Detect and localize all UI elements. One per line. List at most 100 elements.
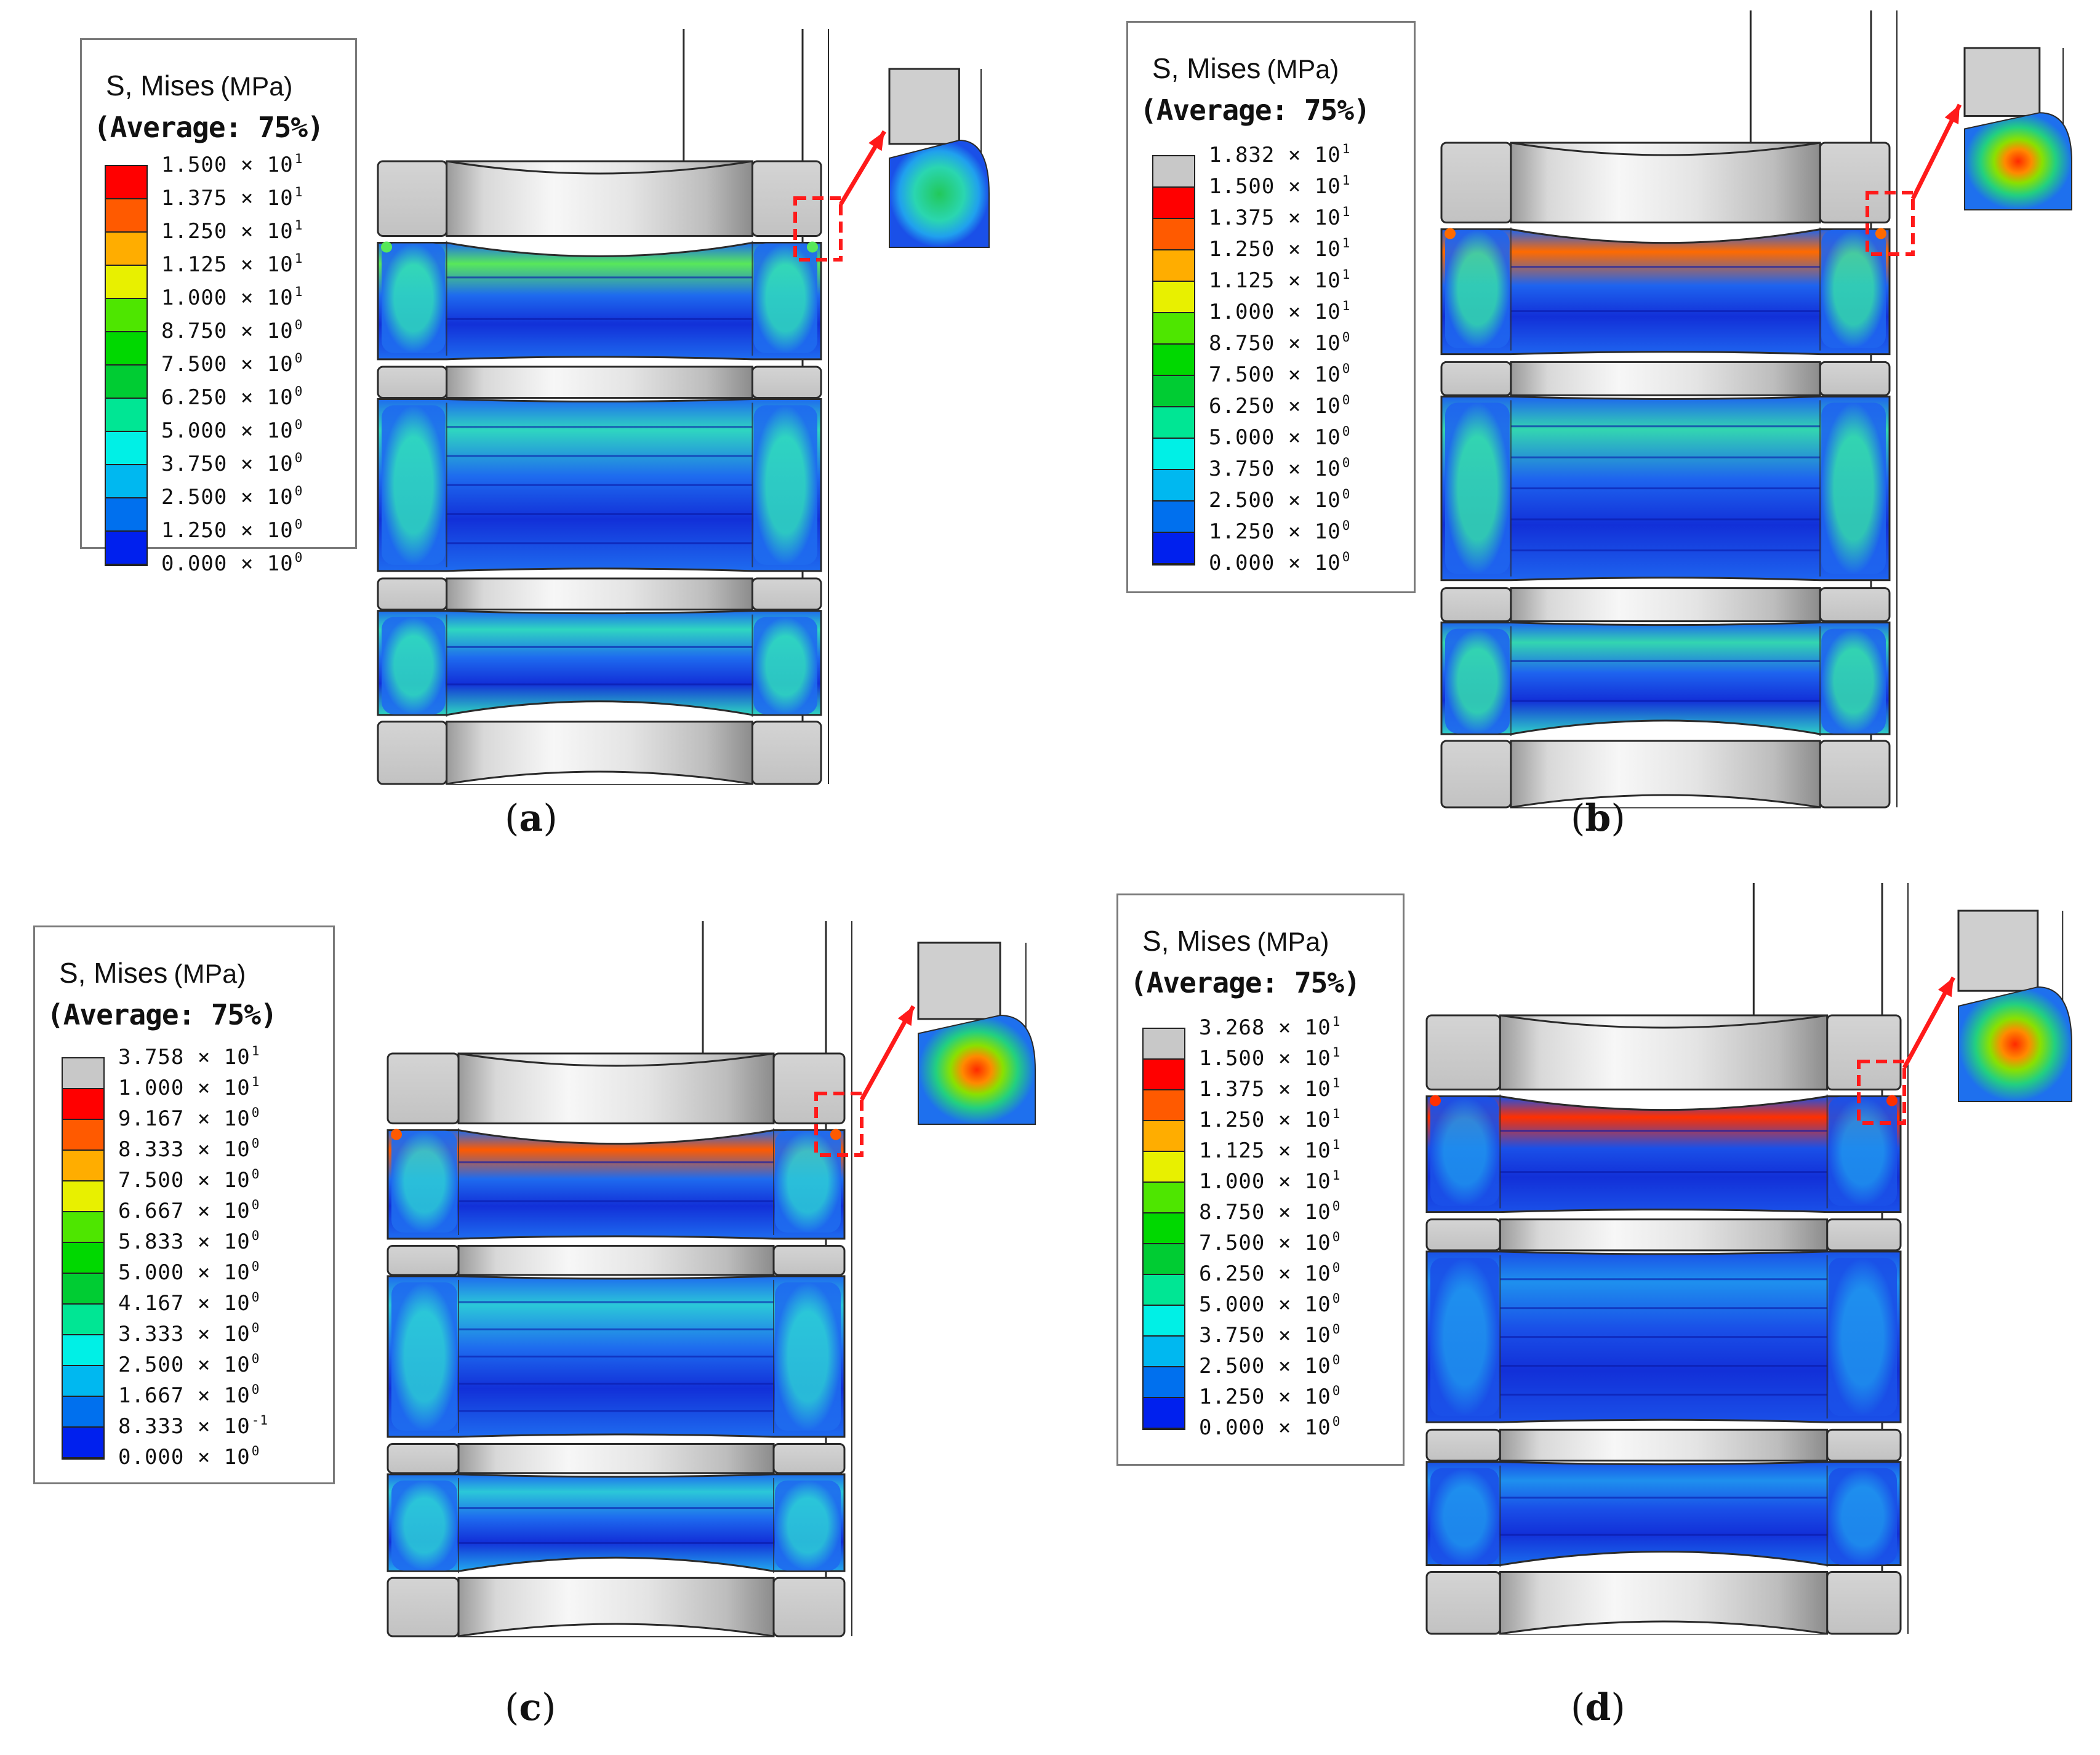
assembly-a [377,29,990,785]
stress-band [377,610,822,716]
inset-c [917,941,1036,1125]
legend-exponent: 0 [1342,455,1351,470]
stress-region [382,617,446,714]
legend-unit: (MPa) [1267,55,1339,84]
legend-title-text: S, Mises [1142,925,1251,957]
times-sign: × 10 [184,1229,250,1254]
legend-mantissa: 0.000 [1199,1415,1265,1440]
metal-core [1510,361,1821,396]
legend-exponent: 1 [1332,1076,1341,1090]
times-sign: × 10 [1275,300,1341,324]
legend-swatch [1144,1090,1184,1121]
legend-exponent: 0 [251,1382,260,1397]
legend-mantissa: 6.667 [118,1199,185,1223]
legend-color-scale [105,165,148,566]
times-sign: × 10 [227,186,294,210]
legend-swatch [63,1212,103,1243]
legend-swatch [1153,156,1194,188]
metal-core [1510,142,1821,224]
assembly-b [1440,10,2072,809]
legend-exponent: 0 [1342,518,1351,533]
legend-mantissa: 7.500 [1199,1231,1265,1255]
legend-swatch [63,1397,103,1428]
inset-d [1957,909,2072,1102]
legend-mantissa: 1.375 [1209,206,1275,230]
legend-mantissa: 1.500 [1209,174,1275,199]
legend-exponent: 1 [251,1074,260,1089]
legend-mantissa: 1.375 [161,186,228,210]
legend-mantissa: 2.500 [1199,1354,1265,1378]
times-sign: × 10 [1265,1138,1331,1163]
legend-swatch [106,432,146,465]
callout-box [1857,1060,1906,1125]
metal-block [1826,1218,1902,1252]
legend-color-scale [62,1057,105,1460]
legend-exponent: 0 [294,417,303,432]
core-edge [1510,142,1821,156]
legend-exponent: 1 [294,284,303,299]
times-sign: × 10 [184,1260,250,1285]
metal-block [1440,142,1512,224]
legend-mantissa: 2.500 [118,1353,185,1377]
legend-value: 4.167 × 100 [118,1290,260,1316]
legend-mantissa: 1.250 [161,219,228,244]
legend-mantissa: 3.758 [118,1045,185,1069]
stress-region [1445,230,1510,348]
legend-value: 1.375 × 101 [1199,1076,1341,1101]
legend-exponent: 0 [251,1290,260,1305]
legend-value: 2.500 × 100 [118,1351,260,1377]
legend-value: 1.250 × 100 [1199,1383,1341,1409]
legend-exponent: 0 [251,1167,260,1181]
legend-unit: (MPa) [220,72,293,102]
metal-block [387,1245,460,1276]
stress-region [382,243,446,353]
legend-exponent: 0 [1342,361,1351,376]
legend-value: 5.000 × 100 [161,417,303,443]
hotspot [1430,1095,1441,1106]
arrow-head [897,1006,913,1026]
times-sign: × 10 [184,1076,250,1100]
legend-value: 3.758 × 101 [118,1044,260,1069]
stress-region [753,617,817,714]
core-edge [1500,1014,1827,1029]
legend-swatch [1144,1029,1184,1060]
legend-mantissa: 1.667 [118,1383,185,1408]
legend-exponent: 0 [1342,330,1351,345]
legend-exponent: 1 [1342,267,1351,282]
legend-value: 8.333 × 10-1 [118,1413,268,1439]
inset-stress [918,1014,1036,1125]
paren: ) [541,1686,556,1729]
legend-exponent: 0 [294,450,303,465]
legend-mantissa: 3.750 [161,452,228,476]
legend-swatch [63,1181,103,1212]
stress-region [1828,1257,1897,1417]
legend-mantissa: 6.250 [161,385,228,410]
metal-core [1499,1218,1829,1252]
legend-swatch [106,465,146,498]
metal-block [1425,1428,1501,1462]
legend-mantissa: 1.125 [1199,1138,1265,1163]
metal-core [457,1052,775,1125]
times-sign: × 10 [1275,488,1341,513]
legend-exponent: 0 [1332,1353,1341,1367]
legend-mantissa: 0.000 [118,1445,185,1469]
legend-swatch [1153,219,1194,250]
legend-exponent: 1 [1342,173,1351,188]
times-sign: × 10 [1275,331,1341,356]
times-sign: × 10 [1265,1385,1331,1409]
legend-value: 3.268 × 101 [1199,1014,1341,1040]
paren: ) [543,797,558,840]
metal-core [457,1245,775,1276]
legend-swatch [1153,376,1194,407]
caption-c: (c) [505,1686,556,1729]
legend-value: 3.750 × 100 [1199,1322,1341,1348]
legend-title: S, Mises(MPa) [1152,52,1339,85]
stress-band [1425,1461,1902,1566]
legend-swatch [1153,313,1194,345]
arrow-head [1938,977,1954,997]
legend-value: 1.250 × 101 [1199,1106,1341,1132]
legend-exponent: 1 [251,1044,260,1058]
legend-swatch [1144,1306,1184,1337]
metal-block [1440,587,1512,623]
inset-metal [888,68,960,145]
